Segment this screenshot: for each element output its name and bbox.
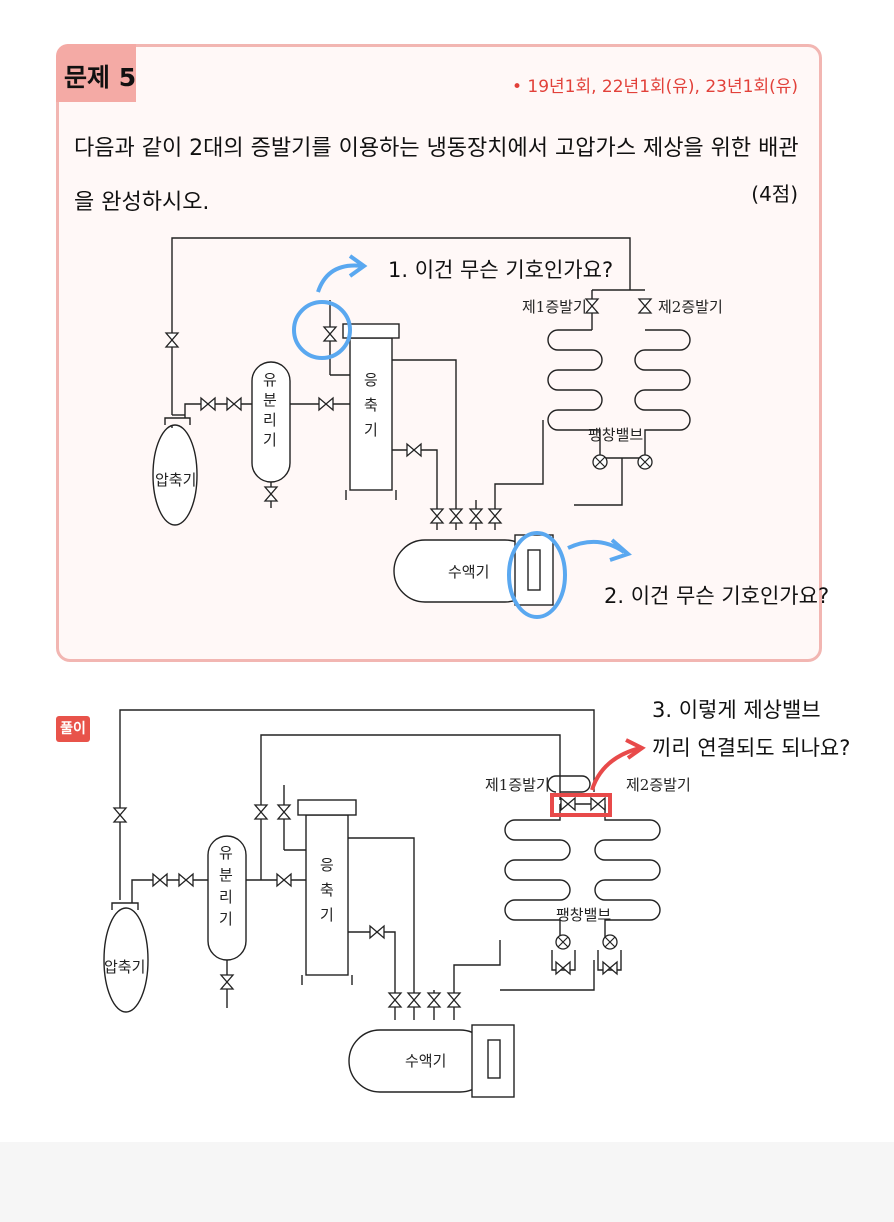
evap1-label-2: 제1증발기 bbox=[485, 776, 550, 794]
receiver-label-2: 수액기 bbox=[405, 1052, 446, 1070]
points: (4점) bbox=[751, 182, 798, 206]
blue-highlight-1 bbox=[292, 254, 368, 360]
annotation-q3-line2: 끼리 연결되도 되나요? bbox=[652, 736, 851, 760]
expansion-valve-label-2: 팽창밸브 bbox=[556, 906, 611, 924]
condenser-l3: 기 bbox=[364, 421, 378, 439]
problem-title: 문제 5 bbox=[64, 63, 137, 92]
bottom-diagram bbox=[103, 709, 661, 1098]
oil-sep-l2: 분 bbox=[263, 391, 277, 409]
receiver-label: 수액기 bbox=[448, 563, 489, 581]
evap2-label: 제2증발기 bbox=[658, 298, 723, 316]
oil-sep-l1: 유 bbox=[263, 371, 277, 389]
compressor-label-2: 압축기 bbox=[104, 958, 145, 976]
annotation-q1: 1. 이건 무슨 기호인가요? bbox=[388, 258, 614, 282]
bottom-valves bbox=[113, 797, 618, 1008]
condenser2-l3: 기 bbox=[320, 906, 334, 924]
oil-sep-l4: 기 bbox=[263, 431, 277, 449]
condenser-l2: 축 bbox=[364, 396, 378, 414]
oil-sep2-l4: 기 bbox=[219, 910, 233, 928]
question-text: 다음과 같이 2대의 증발기를 이용하는 냉동장치에서 고압가스 제상을 위한 … bbox=[74, 136, 799, 215]
top-diagram bbox=[152, 237, 691, 606]
oil-sep2-l1: 유 bbox=[219, 844, 233, 862]
condenser-l1: 응 bbox=[364, 371, 378, 389]
exam-info: • 19년1회, 22년1회(유), 23년1회(유) bbox=[511, 77, 798, 97]
problem-title-tag bbox=[56, 44, 136, 102]
annotation-q2: 2. 이건 무슨 기호인가요? bbox=[604, 584, 830, 608]
oil-sep2-l3: 리 bbox=[219, 888, 233, 906]
annotation-q3-line1: 3. 이렇게 제상밸브 bbox=[652, 698, 821, 722]
compressor-label: 압축기 bbox=[155, 471, 196, 489]
blue-highlight-2 bbox=[507, 531, 632, 619]
evap1-label: 제1증발기 bbox=[522, 298, 587, 316]
condenser2-l2: 축 bbox=[320, 881, 334, 899]
solution-tag: 풀이 bbox=[56, 716, 90, 742]
oil-sep-l3: 리 bbox=[263, 411, 277, 429]
oil-sep2-l2: 분 bbox=[219, 866, 233, 884]
expansion-valve-label: 팽창밸브 bbox=[588, 426, 643, 444]
red-highlight bbox=[550, 738, 646, 817]
condenser2-l1: 응 bbox=[320, 856, 334, 874]
evap2-label-2: 제2증발기 bbox=[626, 776, 691, 794]
bottom-band bbox=[0, 1142, 894, 1222]
top-valves bbox=[165, 298, 653, 524]
